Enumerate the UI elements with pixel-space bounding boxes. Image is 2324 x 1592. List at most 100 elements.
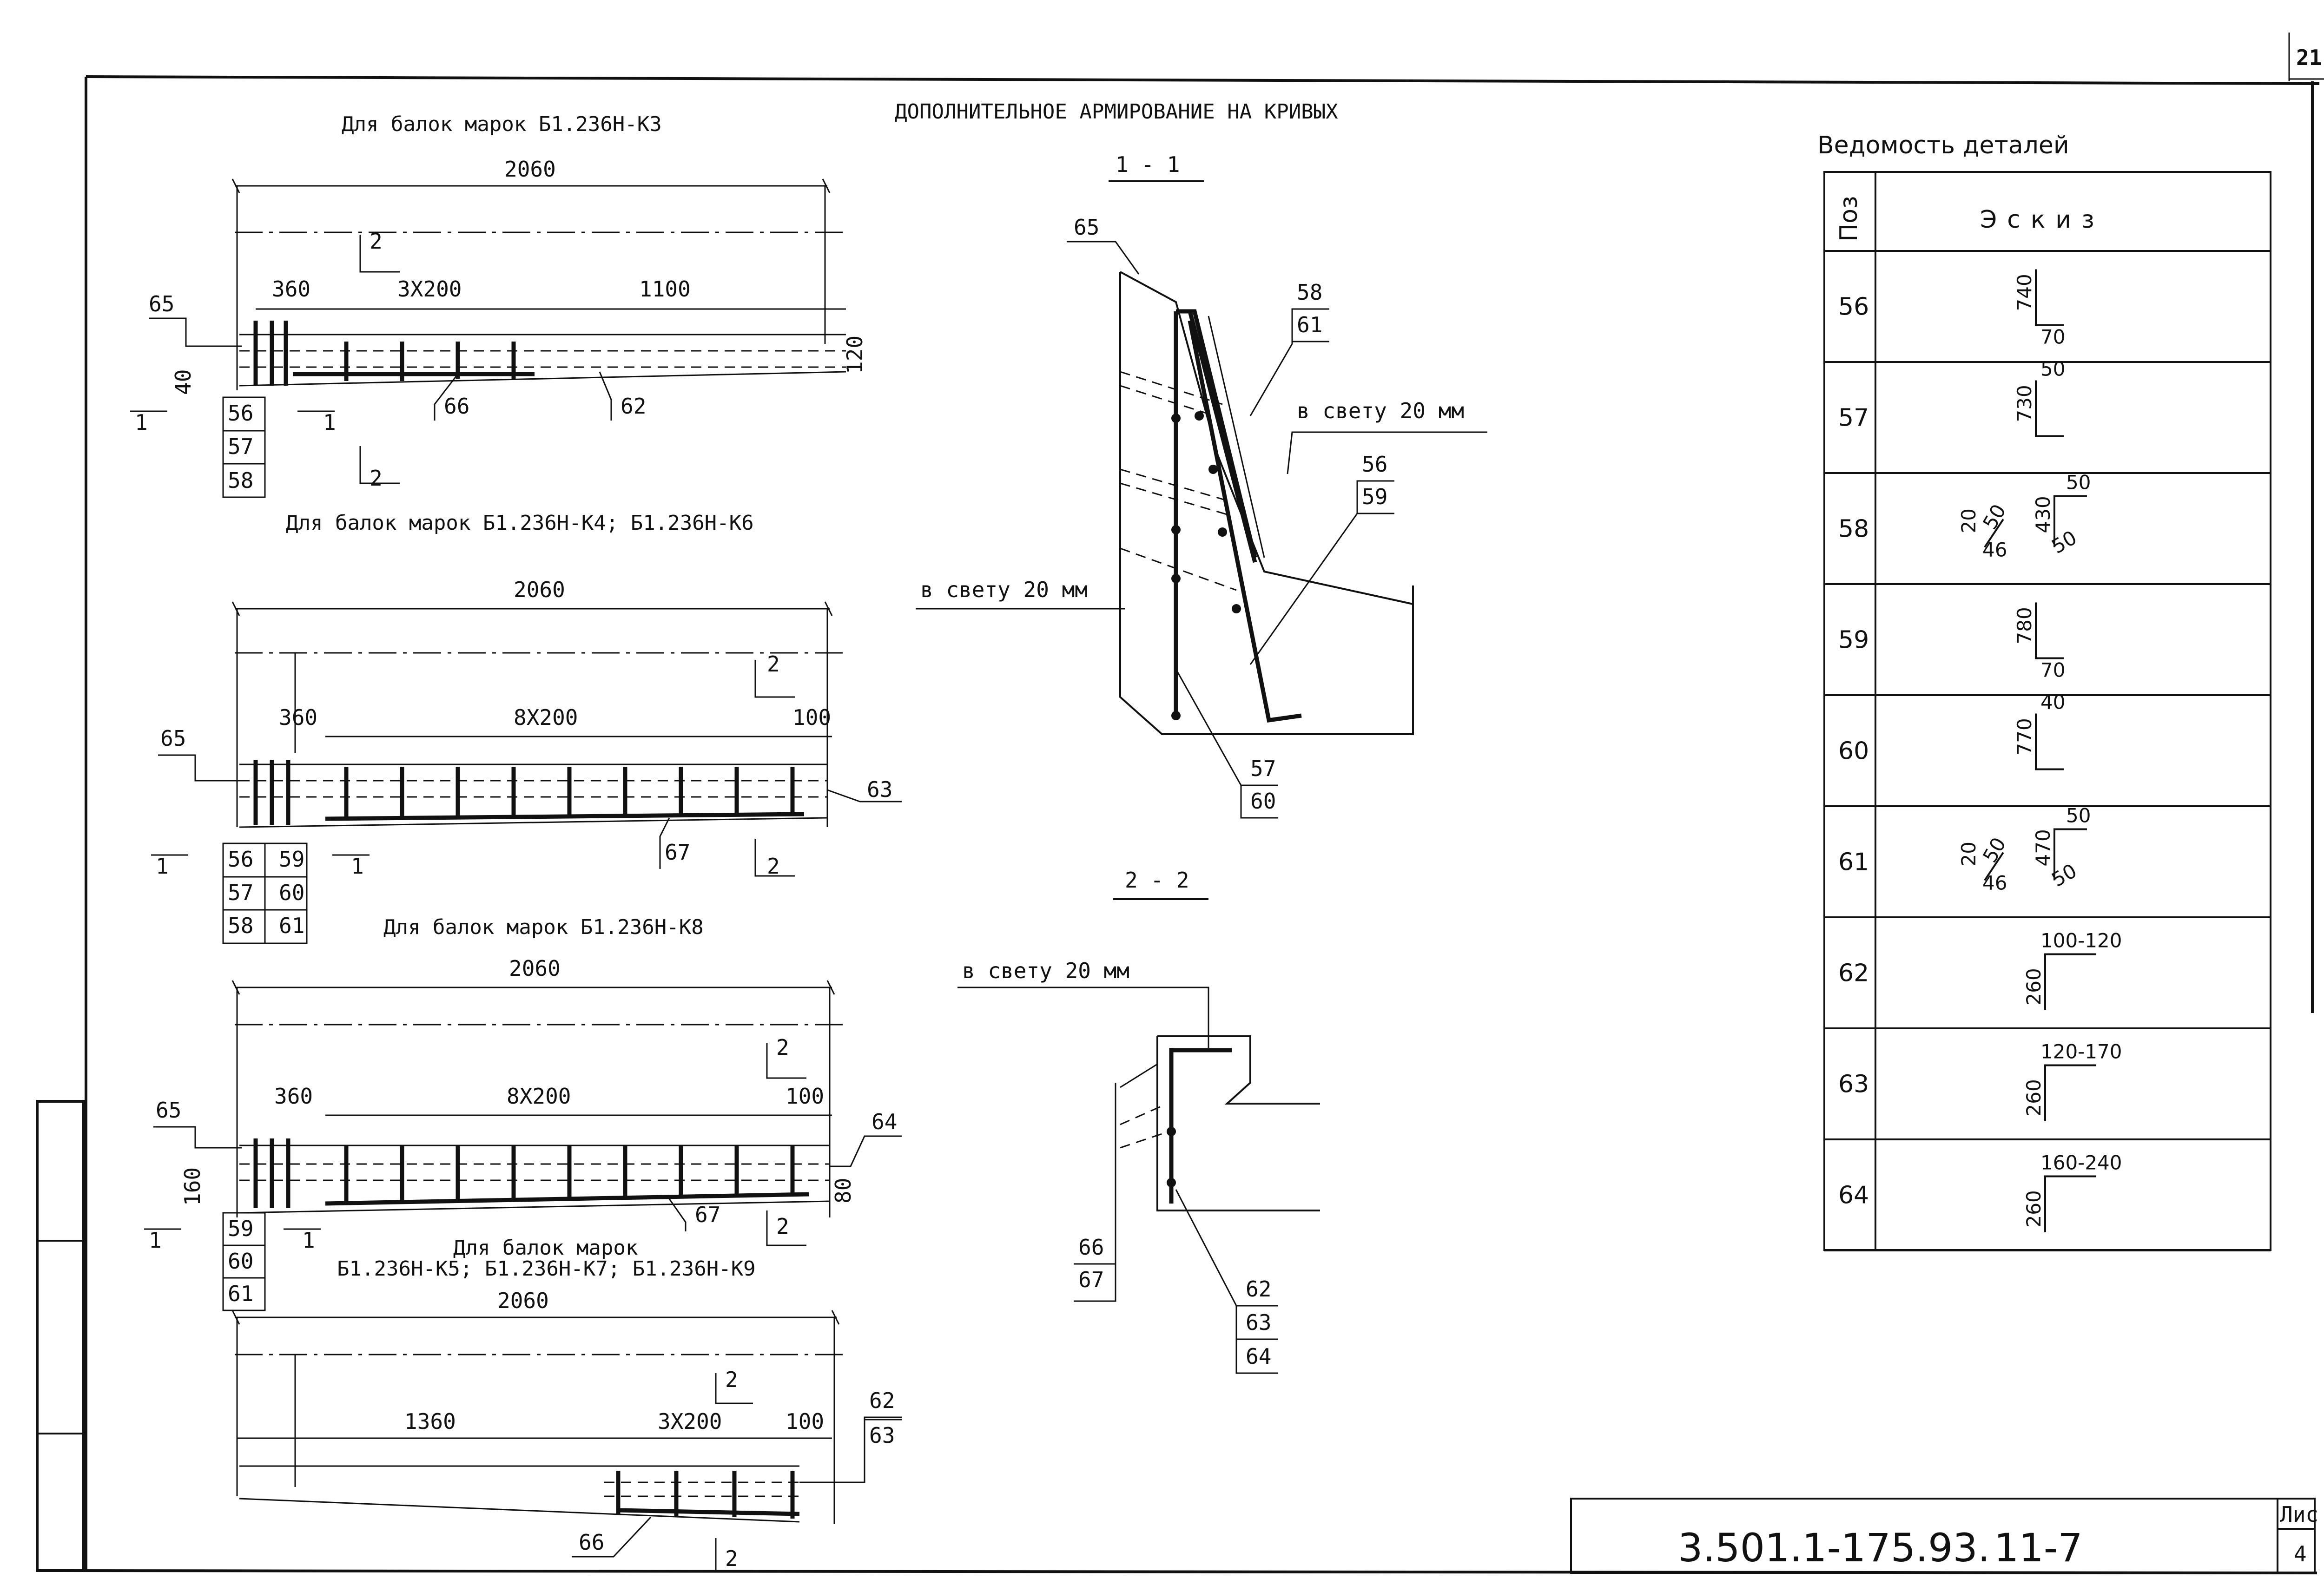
rebar-stirrups <box>253 1138 795 1208</box>
bar-foot: 100-120 <box>2040 929 2122 952</box>
mark-61: 61 <box>1297 312 1322 337</box>
mark-64: 64 <box>872 1109 897 1134</box>
mark-60: 60 <box>279 880 304 905</box>
mark-63: 63 <box>869 1423 895 1448</box>
mark-62: 62 <box>1246 1276 1271 1302</box>
dim-160: 160 <box>180 1167 205 1206</box>
bar-shape-right <box>2053 828 2087 881</box>
bar-foot: 40 <box>2040 691 2065 714</box>
cut-2-bottom: 2 <box>776 1214 789 1239</box>
bar-shape <box>2044 953 2096 1010</box>
beam-view-k8: Для балок марок Б1.236Н-К8 2060 360 8X20… <box>144 915 902 1311</box>
bar-length: 260 <box>2022 1190 2045 1227</box>
clear-label-1: в свету 20 мм <box>1297 398 1464 423</box>
bar-c: 46 <box>1982 872 2007 895</box>
bar-foot: 50 <box>2040 358 2065 381</box>
schedule-title: Ведомость деталей <box>1817 132 2069 159</box>
bar-foot: 120-170 <box>2040 1040 2122 1063</box>
bar-length: 740 <box>2013 274 2036 311</box>
view-title: Для балок марок Б1.236Н-К3 <box>342 112 662 136</box>
dim-100: 100 <box>792 705 831 730</box>
dim-1100: 1100 <box>639 276 691 302</box>
dim-100: 100 <box>786 1084 824 1109</box>
mark-60: 60 <box>228 1249 253 1274</box>
beam-view-k4-k6: Для балок марок Б1.236Н-К4; Б1.236Н-К6 2… <box>151 511 902 944</box>
cut-2-top: 2 <box>370 229 383 254</box>
cut-1-right: 1 <box>302 1228 315 1253</box>
bar-b: 50 <box>1978 834 2010 867</box>
bar-shape <box>2035 713 2064 770</box>
cut-2-bottom: 2 <box>725 1546 738 1571</box>
cut-1-right: 1 <box>323 410 336 435</box>
mark-67: 67 <box>665 840 690 865</box>
rebar-stirrups <box>253 760 795 825</box>
mark-58: 58 <box>1297 280 1322 305</box>
mark-66: 66 <box>579 1530 604 1555</box>
cut-2-top: 2 <box>776 1035 789 1060</box>
mark-60: 60 <box>1250 789 1276 814</box>
row-pos: 64 <box>1838 1182 1869 1210</box>
bar-length: 260 <box>2022 968 2045 1005</box>
col-sketch: Эскиз <box>1980 206 2105 234</box>
bar-foot: 70 <box>2040 659 2065 682</box>
row-pos: 56 <box>1838 293 1869 321</box>
mark-57: 57 <box>1250 756 1276 781</box>
dim-overall: 2060 <box>514 577 565 602</box>
title-stamp: 3.501.1-175.93. 11-7 Лис 4 <box>1570 1498 2318 1574</box>
clear-label-2: в свету 20 мм <box>920 577 1088 602</box>
bar-a: 20 <box>1957 508 1980 533</box>
rebar-dots <box>1171 411 1241 720</box>
stamp-code: 3.501.1-175.93. <box>1678 1525 1990 1571</box>
mark-61: 61 <box>228 1281 253 1306</box>
cut-2-bottom: 2 <box>767 854 780 879</box>
cut-2-bottom: 2 <box>370 466 383 491</box>
bar-e: 50 <box>2066 804 2091 827</box>
cut-2-top: 2 <box>725 1367 738 1392</box>
dim-3x200: 3X200 <box>658 1409 722 1434</box>
mark-65: 65 <box>149 291 174 316</box>
row-pos: 59 <box>1838 626 1869 654</box>
view-title-line2: Б1.236Н-К5; Б1.236Н-К7; Б1.236Н-К9 <box>337 1257 756 1281</box>
row-pos: 58 <box>1838 515 1869 543</box>
mark-63: 63 <box>1246 1310 1271 1335</box>
dim-8x200: 8X200 <box>514 705 578 730</box>
bar-shape <box>2035 602 2064 659</box>
dim-1360: 1360 <box>404 1409 456 1434</box>
mark-56: 56 <box>1362 452 1387 477</box>
row-pos: 57 <box>1838 404 1869 432</box>
row-pos: 60 <box>1838 737 1869 765</box>
cut-1-left: 1 <box>135 410 148 435</box>
view-title-line1: Для балок марок <box>453 1236 638 1260</box>
bar-foot: 70 <box>2040 326 2065 349</box>
sheet-frame: 21 <box>36 33 2324 1574</box>
dim-overall: 2060 <box>497 1288 549 1313</box>
section-2-2: 2 - 2 в свету 20 мм 66 67 62 63 64 <box>957 868 1320 1374</box>
section-1-1: 1 - 1 65 58 61 в свету 20 мм <box>916 152 1487 819</box>
bar-shape-left <box>1984 519 2004 548</box>
stamp-list-label: Лис <box>2280 1502 2318 1527</box>
dim-100: 100 <box>786 1409 824 1434</box>
bar-shape <box>2035 380 2064 437</box>
bar-shape <box>2044 1175 2096 1232</box>
bar-length: 260 <box>2022 1079 2045 1116</box>
view-title: Для балок марок Б1.236Н-К4; Б1.236Н-К6 <box>286 511 754 535</box>
cut-2-top: 2 <box>767 651 780 677</box>
mark-58: 58 <box>228 468 253 493</box>
mark-59: 59 <box>1362 484 1387 509</box>
bar-shape-right <box>2053 495 2087 547</box>
mark-63: 63 <box>867 777 892 802</box>
col-pos: Поз <box>1835 196 1863 242</box>
dim-120: 120 <box>842 336 867 374</box>
bar-length: 730 <box>2013 385 2036 422</box>
stamp-sheet: 11-7 <box>1994 1525 2083 1571</box>
beam-view-k5-k7-k9: Для балок марок Б1.236Н-К5; Б1.236Н-К7; … <box>231 1236 902 1572</box>
bar-b: 50 <box>1978 500 2010 533</box>
bar-shape-left <box>1984 852 2004 881</box>
row-pos: 61 <box>1838 849 1869 876</box>
mark-65: 65 <box>160 726 186 751</box>
